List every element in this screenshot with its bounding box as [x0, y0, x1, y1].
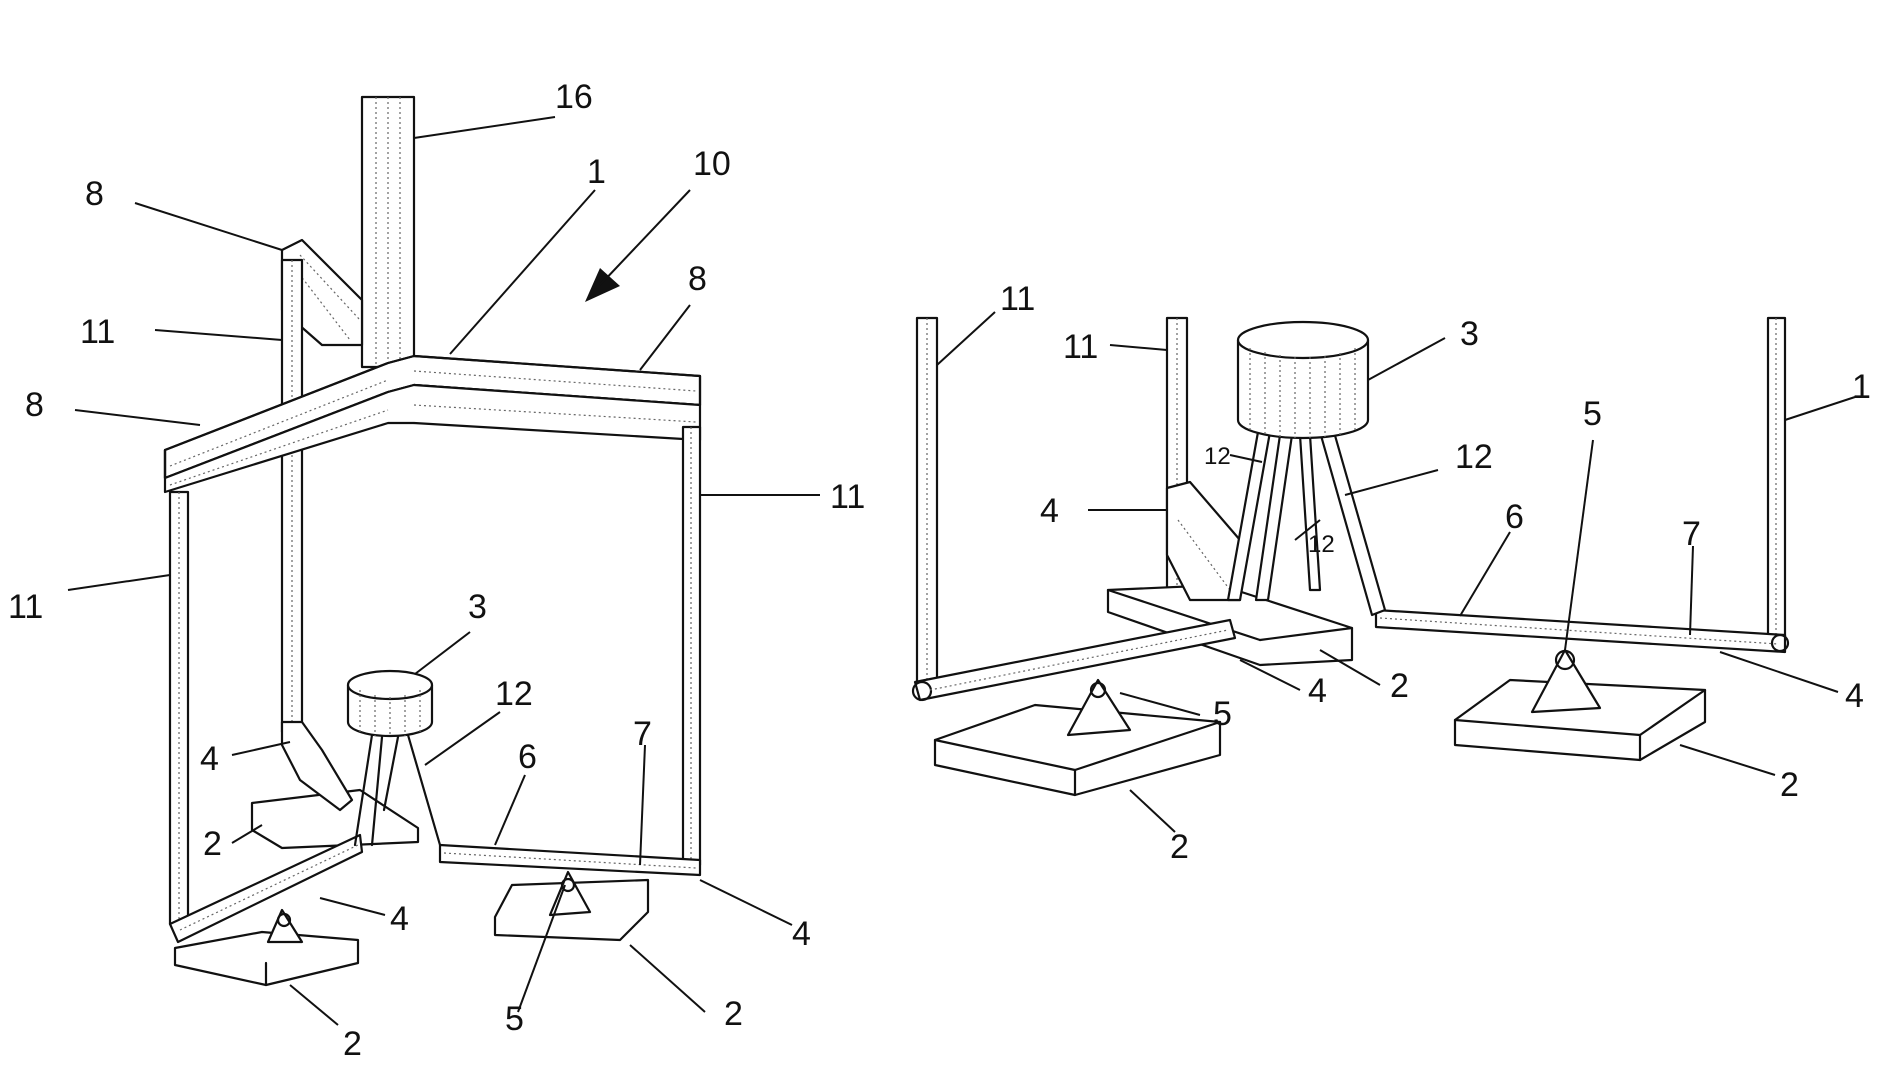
- arm-4-b: [1376, 610, 1788, 652]
- label-6: 6: [518, 738, 537, 776]
- label-3-right: 3: [1460, 315, 1479, 353]
- base-pad-left: [175, 932, 358, 985]
- column-11-back: [282, 260, 302, 732]
- label-7: 7: [633, 715, 652, 753]
- left-figure: 16 8 1 10 11 8 8 11 11 3 12 4 6 7 2 4 4 …: [8, 78, 865, 1063]
- label-8-top: 8: [85, 175, 104, 213]
- pivot-5-left: [268, 910, 302, 942]
- label-2-back: 2: [203, 825, 222, 863]
- hub-3-right: [1238, 322, 1368, 438]
- column-11-right: [683, 427, 700, 865]
- label-7-right: 7: [1682, 515, 1701, 553]
- label-1: 1: [587, 153, 606, 191]
- top-frame-1: [165, 356, 700, 492]
- label-11-back: 11: [80, 313, 115, 351]
- right-figure: 11 11 3 1 5 12 12 12 4 6 7 4 2 5 4 2 2: [913, 280, 1871, 866]
- label-2-left: 2: [343, 1025, 362, 1063]
- label-4-a: 4: [1308, 672, 1327, 710]
- label-12-c: 12: [1308, 531, 1335, 558]
- label-12-a: 12: [1204, 443, 1231, 470]
- label-2-b: 2: [1780, 766, 1799, 804]
- mast-16: [362, 97, 414, 367]
- label-12: 12: [495, 675, 533, 713]
- label-11-right: 11: [830, 478, 865, 516]
- pivot-5-a: [1068, 680, 1130, 735]
- label-2-a: 2: [1170, 828, 1189, 866]
- label-11-left: 11: [8, 588, 43, 626]
- left-numerals: 16 8 1 10 11 8 8 11 11 3 12 4 6 7 2 4 4 …: [8, 78, 865, 1063]
- label-16: 16: [555, 78, 593, 116]
- label-4-c: 4: [1040, 492, 1059, 530]
- arrow-10-head: [585, 268, 620, 302]
- arm-4-right: [440, 845, 700, 875]
- column-11-a: [917, 318, 937, 685]
- label-3: 3: [468, 588, 487, 626]
- label-4-right: 4: [792, 915, 811, 953]
- label-5-top: 5: [1583, 395, 1602, 433]
- label-8-left: 8: [25, 386, 44, 424]
- arm-4-left: [170, 835, 362, 942]
- column-1: [1768, 318, 1785, 640]
- label-11-a: 11: [1000, 280, 1035, 318]
- label-6-right: 6: [1505, 498, 1524, 536]
- label-12-b: 12: [1455, 438, 1493, 476]
- label-4-left: 4: [390, 900, 409, 938]
- label-1-right: 1: [1852, 368, 1871, 406]
- hub-3: [348, 671, 432, 737]
- label-5-a: 5: [1213, 695, 1232, 733]
- label-8-right: 8: [688, 260, 707, 298]
- label-10: 10: [693, 145, 731, 183]
- arm-4-a: [913, 620, 1235, 700]
- label-5: 5: [505, 1000, 524, 1038]
- label-2-c: 2: [1390, 667, 1409, 705]
- label-4-b: 4: [1845, 677, 1864, 715]
- label-11-b: 11: [1063, 328, 1098, 366]
- label-4-back: 4: [200, 740, 219, 778]
- label-2-right: 2: [724, 995, 743, 1033]
- column-11-left: [170, 492, 188, 924]
